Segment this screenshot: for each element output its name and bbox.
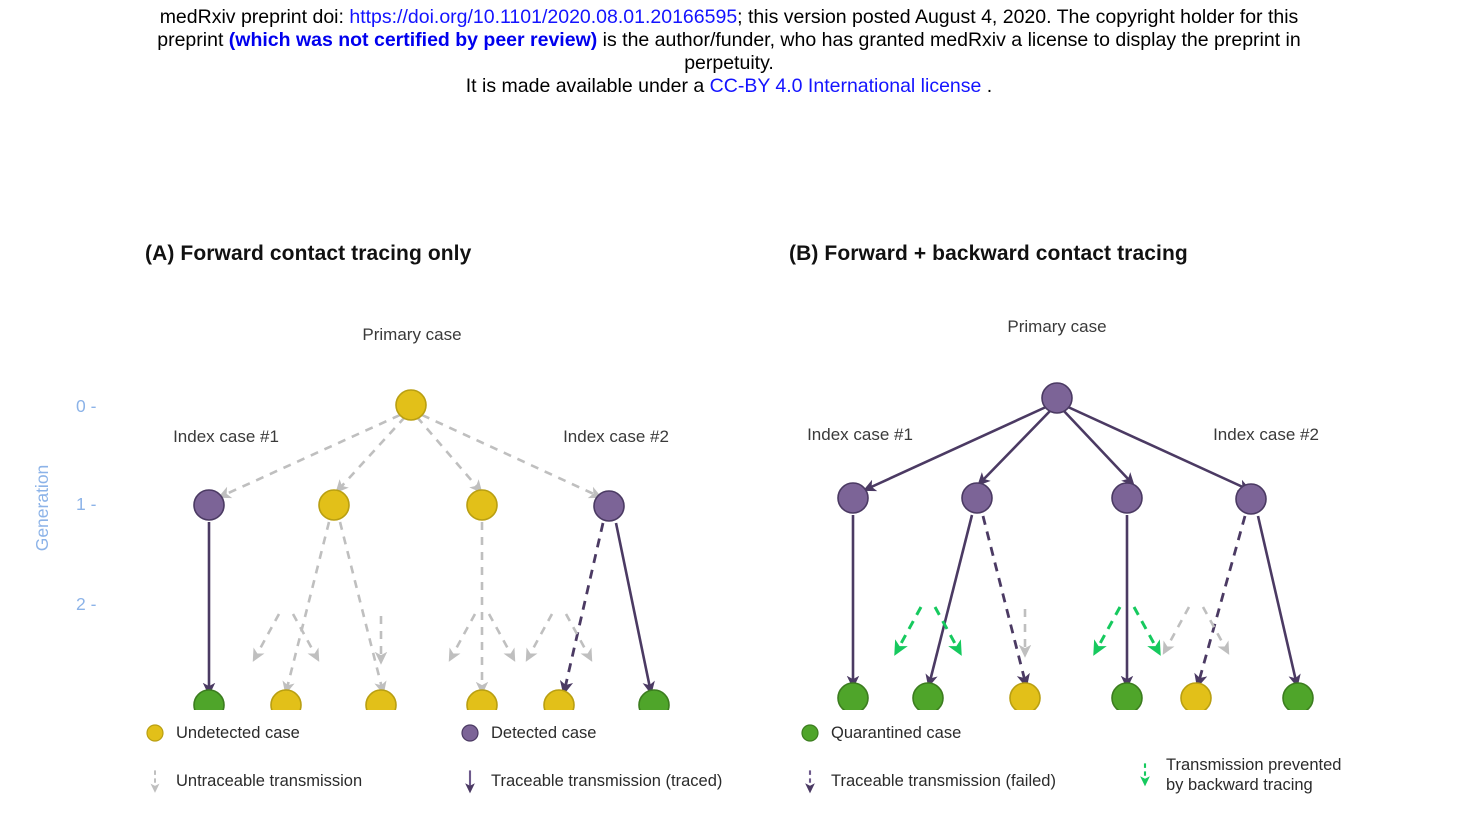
panel-a-index-case-2-label: Index case #2 <box>563 427 669 446</box>
untraceable-transmission-icon <box>150 770 160 793</box>
panel-a: (A) Forward contact tracing only Generat… <box>0 110 729 832</box>
panel-a-node-g1-undetected-2[interactable] <box>466 489 498 521</box>
panel-b-node-g1-detected-1[interactable] <box>961 482 993 514</box>
panel-a-node-g2-undetected-4[interactable] <box>543 689 575 710</box>
panel-b-index-case-1-label: Index case #1 <box>807 425 913 444</box>
panel-a-edges-g0-g1 <box>217 413 603 499</box>
banner-line2-suffix: is the author/funder, who has granted me… <box>597 29 1301 51</box>
panel-a-tick-2: 2 - <box>76 594 97 614</box>
panel-a-edges-g2-stubs <box>252 613 593 665</box>
panel-a-node-g2-undetected-2[interactable] <box>365 689 397 710</box>
panel-b-node-g2-quarantined-1[interactable] <box>837 682 869 710</box>
panel-b-node-index-case-1-detected[interactable] <box>837 482 869 514</box>
panel-b-node-g2-undetected-2[interactable] <box>1180 682 1212 710</box>
detected-case-icon <box>461 724 479 742</box>
panel-b-primary-case-label: Primary case <box>1007 317 1106 336</box>
legend-label-untraceable-transmission: Untraceable transmission <box>176 772 363 790</box>
figure: (A) Forward contact tracing only Generat… <box>0 110 1458 832</box>
panel-a-axis-label: Generation <box>32 465 52 552</box>
undetected-case-icon <box>146 724 164 742</box>
legend-label-transmission-prevented: Transmission prevented by backward traci… <box>1166 755 1341 795</box>
banner-line-4: It is made available under a CC-BY 4.0 I… <box>0 75 1458 98</box>
panel-b-edges-prevented <box>894 606 1161 656</box>
legend-label-detected-case: Detected case <box>491 724 597 742</box>
legend-label-transmission-prevented-line2: by backward tracing <box>1166 776 1313 794</box>
panel-a-node-g2-undetected-3[interactable] <box>466 689 498 710</box>
license-link[interactable]: CC-BY 4.0 International license <box>709 75 982 97</box>
panel-a-tick-0: 0 - <box>76 396 97 416</box>
legend-label-traceable-transmission-traced: Traceable transmission (traced) <box>491 772 723 790</box>
banner-license-suffix: . <box>981 75 993 97</box>
quarantined-case-icon <box>801 724 819 742</box>
panel-b-index-case-2-label: Index case #2 <box>1213 425 1319 444</box>
legend-label-quarantined-case: Quarantined case <box>831 724 962 742</box>
panel-b-node-g1-detected-2[interactable] <box>1111 482 1143 514</box>
panel-a-title: (A) Forward contact tracing only <box>145 242 472 265</box>
banner-line-1: medRxiv preprint doi: https://doi.org/10… <box>0 6 1458 29</box>
panel-a-edges-g1-g2-untraceable <box>282 521 489 695</box>
panel-b-edges-g0-g1 <box>862 405 1252 492</box>
not-certified-notice: (which was not certified by peer review) <box>228 29 598 51</box>
banner-license-prefix: It is made available under a <box>465 75 710 97</box>
preprint-banner: medRxiv preprint doi: https://doi.org/10… <box>0 0 1458 98</box>
panel-a-primary-case-label: Primary case <box>362 325 461 344</box>
legend-label-undetected-case: Undetected case <box>176 724 300 742</box>
panel-a-node-index-case-1-detected[interactable] <box>193 489 225 521</box>
panel-a-index-case-1-label: Index case #1 <box>173 427 279 446</box>
panel-a-tick-1: 1 - <box>76 494 97 514</box>
panel-b-edges-untraceable-stubs <box>1018 606 1230 658</box>
panel-b-diagram: Primary case Index case #1 Index case #2 <box>807 317 1319 710</box>
panel-a-node-g2-quarantined-1[interactable] <box>193 689 225 710</box>
transmission-prevented-icon <box>1140 763 1150 787</box>
panel-b-node-index-case-2-detected[interactable] <box>1235 483 1267 515</box>
banner-preprint-word: preprint <box>157 29 229 51</box>
panel-b: (B) Forward + backward contact tracing P… <box>729 110 1458 832</box>
legend-label-traceable-transmission-failed: Traceable transmission (failed) <box>831 772 1056 790</box>
traceable-transmission-traced-icon <box>465 770 475 794</box>
panel-a-node-index-case-2-detected[interactable] <box>593 490 625 522</box>
panel-a-diagram: Generation 0 - 1 - 2 - Primary case Inde… <box>32 325 670 710</box>
panel-b-title: (B) Forward + backward contact tracing <box>789 242 1188 265</box>
doi-link[interactable]: https://doi.org/10.1101/2020.08.01.20166… <box>349 6 738 28</box>
panel-b-node-primary-detected[interactable] <box>1041 382 1073 414</box>
panel-a-edge-traceable-failed <box>559 522 605 696</box>
legend-label-transmission-prevented-line1: Transmission prevented <box>1166 756 1342 774</box>
banner-line-3: perpetuity. <box>684 52 774 74</box>
panel-a-node-primary-undetected[interactable] <box>395 389 427 421</box>
panel-a-node-g2-undetected-1[interactable] <box>270 689 302 710</box>
panel-a-node-g1-undetected-1[interactable] <box>318 489 350 521</box>
traceable-transmission-failed-icon <box>805 770 815 794</box>
banner-after-doi: ; this version posted August 4, 2020. Th… <box>737 6 1299 28</box>
panel-b-node-g2-quarantined-2[interactable] <box>912 682 944 710</box>
panel-b-edges-traceable-failed <box>981 515 1247 689</box>
panel-b-edges-traced <box>846 514 1301 689</box>
panel-b-node-g2-quarantined-4[interactable] <box>1282 682 1314 710</box>
banner-doi-prefix: medRxiv preprint doi: <box>159 6 350 28</box>
banner-line-2: preprint (which was not certified by pee… <box>0 29 1458 52</box>
panel-b-node-g2-quarantined-3[interactable] <box>1111 682 1143 710</box>
panel-a-node-g2-quarantined-2[interactable] <box>638 689 670 710</box>
panel-a-edge-traced-2 <box>614 522 655 695</box>
panel-b-node-g2-undetected-1[interactable] <box>1009 682 1041 710</box>
figure-legend: Undetected case Detected case Quarantine… <box>0 705 1458 832</box>
